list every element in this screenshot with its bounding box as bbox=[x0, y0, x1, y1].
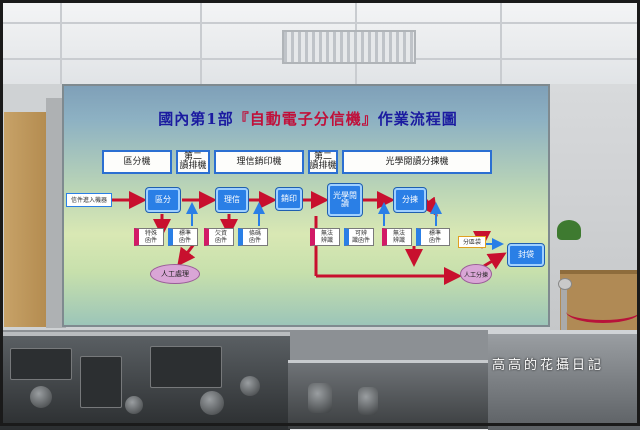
node-arrange: 理信 bbox=[216, 188, 248, 212]
title-highlight: 『自動電子分信機』 bbox=[233, 110, 378, 128]
label-unreadable: 無法 辨識 bbox=[310, 228, 340, 246]
category-reader-2: 第二 讀排機 bbox=[308, 150, 338, 174]
roller bbox=[240, 376, 260, 396]
banner-title: 國內第1部『自動電子分信機』作業流程圖 bbox=[64, 108, 552, 129]
sorting-machine-middle bbox=[288, 360, 488, 429]
ceiling-rail bbox=[200, 0, 202, 92]
machine-part bbox=[150, 346, 222, 388]
category-ocr-sorter: 光學閱讀分揀機 bbox=[342, 150, 492, 174]
machine-part bbox=[10, 348, 72, 380]
category-sorter: 區分機 bbox=[102, 150, 172, 174]
node-distribute: 分揀 bbox=[394, 188, 426, 212]
label-standard-mail: 標準 函件 bbox=[168, 228, 198, 246]
flowchart-banner: 國內第1部『自動電子分信機』作業流程圖 區分機 第二 讀排機 理信銷印機 第二 … bbox=[62, 84, 550, 327]
node-start: 信件進入機器 bbox=[66, 193, 112, 207]
label-unrecognized: 無法 辨識 bbox=[382, 228, 412, 246]
label-postage-due: 欠資 函件 bbox=[204, 228, 234, 246]
machine-part bbox=[80, 356, 122, 408]
ceiling-rail bbox=[0, 22, 640, 24]
stanchion-top bbox=[558, 278, 572, 290]
label-zone-bag: 分區袋 bbox=[458, 236, 486, 248]
title-prefix: 國內第1部 bbox=[158, 110, 234, 128]
photo-watermark: 高高的花攝日記 bbox=[492, 358, 605, 373]
label-readable: 可辨 識函件 bbox=[344, 228, 374, 246]
node-ocr: 光學閱讀 bbox=[328, 184, 362, 216]
node-bag: 封袋 bbox=[508, 244, 544, 266]
oval-manual-processing: 人工處理 bbox=[150, 264, 200, 284]
roller bbox=[125, 396, 143, 414]
barrier-rope bbox=[566, 300, 640, 323]
air-vent bbox=[282, 30, 416, 64]
potted-plant bbox=[557, 220, 581, 240]
oval-manual-sorting: 人工分揀 bbox=[460, 264, 492, 284]
ceiling bbox=[0, 0, 640, 92]
wooden-door bbox=[4, 112, 49, 327]
title-suffix: 作業流程圖 bbox=[377, 110, 458, 128]
roller bbox=[30, 386, 52, 408]
roller bbox=[358, 387, 378, 415]
node-cancel: 銷印 bbox=[276, 188, 302, 210]
sorting-machine bbox=[0, 332, 290, 430]
stanchion-post bbox=[561, 283, 567, 333]
wall-panel bbox=[46, 98, 66, 328]
node-sort: 區分 bbox=[146, 188, 180, 212]
category-reader-1: 第二 讀排機 bbox=[176, 150, 210, 174]
label-special-mail: 特殊 函件 bbox=[134, 228, 164, 246]
roller bbox=[308, 383, 332, 413]
roller bbox=[200, 391, 224, 415]
category-canceler: 理信銷印機 bbox=[214, 150, 304, 174]
label-barcode-mail: 條碼 函件 bbox=[238, 228, 268, 246]
ceiling-rail bbox=[60, 0, 62, 92]
ceiling-rail bbox=[500, 0, 502, 92]
sorting-machine-right bbox=[488, 330, 640, 430]
label-standard-mail-2: 標準 函件 bbox=[416, 228, 450, 246]
